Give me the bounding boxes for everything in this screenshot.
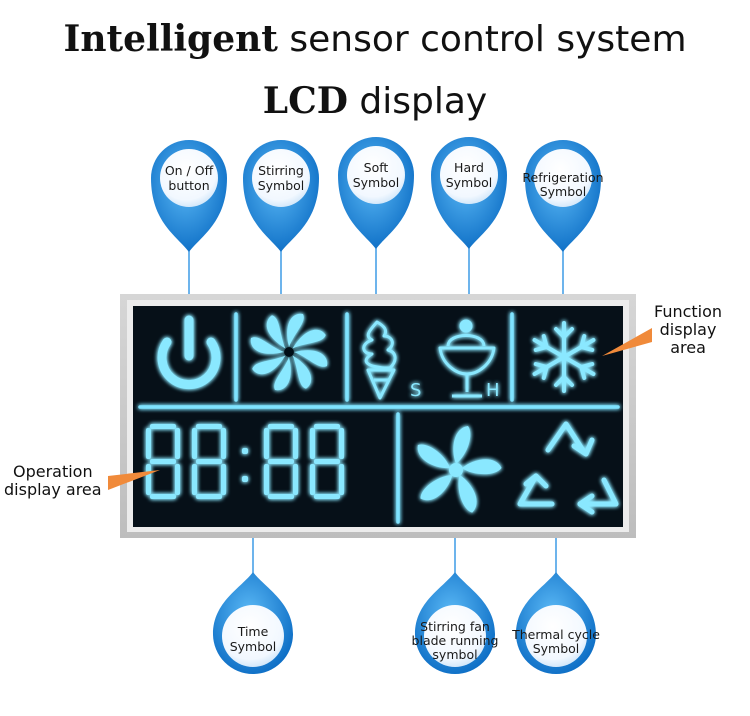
function-area-label: Function display area xyxy=(654,302,723,357)
lcd-screen xyxy=(133,306,623,527)
hard-icon xyxy=(438,319,496,398)
pin-refrigeration: Refrigeration Symbol xyxy=(522,140,604,252)
svg-text:Symbol: Symbol xyxy=(258,178,305,193)
svg-text:Time: Time xyxy=(237,624,269,639)
stirring-icon xyxy=(250,313,328,391)
pin-hard: Hard Symbol xyxy=(431,137,507,249)
svg-text:Symbol: Symbol xyxy=(446,175,493,190)
soft-icon xyxy=(362,320,397,400)
pin-on-off: On / Off button xyxy=(151,140,227,252)
svg-text:Symbol: Symbol xyxy=(533,641,580,656)
fan-blade-icon xyxy=(417,426,502,513)
time-display xyxy=(146,424,344,499)
main-title: Intelligent sensor control system xyxy=(63,18,687,60)
pin-fan-blade: Stirring fan blade running symbol xyxy=(412,572,499,674)
pin-stirring: Stirring Symbol xyxy=(243,140,319,252)
svg-text:Refrigeration: Refrigeration xyxy=(522,170,603,185)
thermal-cycle-icon xyxy=(517,421,619,515)
svg-text:symbol: symbol xyxy=(432,647,477,662)
time-colon xyxy=(242,476,248,482)
svg-text:Symbol: Symbol xyxy=(230,639,277,654)
operation-area-label: Operation display area xyxy=(4,462,102,499)
svg-text:Stirring: Stirring xyxy=(258,163,304,178)
function-area-pointer xyxy=(602,328,652,356)
pin-soft: Soft Symbol xyxy=(338,137,414,249)
svg-text:Symbol: Symbol xyxy=(353,175,400,190)
power-icon xyxy=(157,315,221,390)
pin-time: Time Symbol xyxy=(213,572,293,674)
lcd-symbols: S H xyxy=(138,312,620,524)
soft-letter: S xyxy=(410,380,421,401)
hard-letter: H xyxy=(486,380,500,401)
lcd-dividers xyxy=(138,312,620,524)
svg-text:button: button xyxy=(168,178,209,193)
operation-area-pointer xyxy=(108,470,160,490)
snowflake-icon xyxy=(532,321,596,393)
svg-text:Hard: Hard xyxy=(454,160,484,175)
svg-text:blade running: blade running xyxy=(412,633,499,648)
svg-text:On / Off: On / Off xyxy=(165,163,214,178)
top-pins: On / Off button Stirring Symbol Soft Sym… xyxy=(151,137,604,252)
sub-title: LCD display xyxy=(262,80,488,122)
svg-text:Thermal cycle: Thermal cycle xyxy=(511,627,600,642)
time-colon xyxy=(242,448,248,454)
pin-thermal-cycle: Thermal cycle Symbol xyxy=(511,572,600,674)
bottom-pins: Time Symbol Stirring fan blade running s… xyxy=(213,572,600,674)
svg-text:Soft: Soft xyxy=(364,160,389,175)
svg-text:Symbol: Symbol xyxy=(540,184,587,199)
svg-text:Stirring fan: Stirring fan xyxy=(420,619,490,634)
